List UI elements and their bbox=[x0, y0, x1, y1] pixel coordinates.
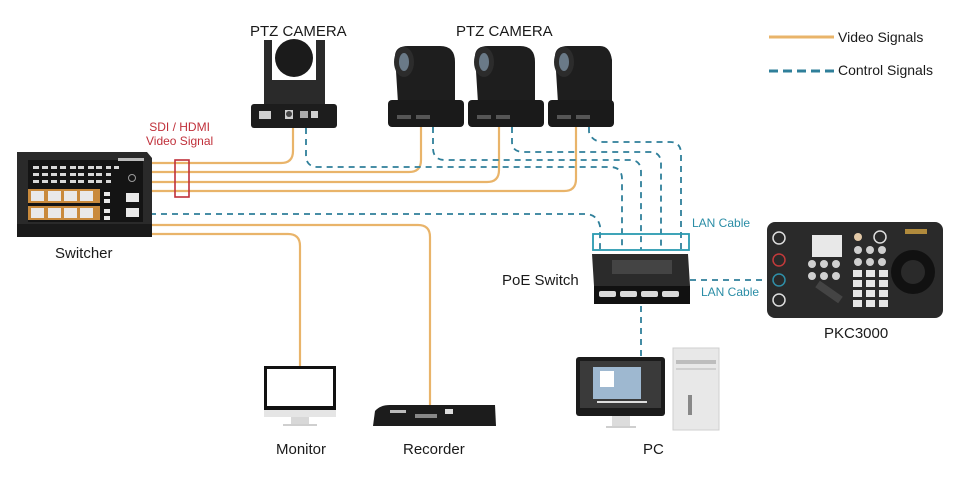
control-cable-camera-3 bbox=[511, 127, 662, 250]
control-cable-camera-2 bbox=[432, 127, 642, 250]
legend-video-label: Video Signals bbox=[838, 29, 924, 45]
video-cable-camera-3 bbox=[150, 127, 501, 184]
video-cable-monitor bbox=[150, 232, 302, 367]
sdi-hdmi-label-line1: SDI / HDMI bbox=[149, 120, 210, 134]
poe-switch-device[interactable] bbox=[592, 254, 690, 304]
video-cables bbox=[150, 127, 578, 405]
sdi-hdmi-label: SDI / HDMI Video Signal bbox=[146, 120, 213, 148]
sdi-hdmi-label-line2: Video Signal bbox=[146, 134, 214, 148]
switcher-label: Switcher bbox=[55, 245, 113, 262]
sdi-hdmi-highlight-box bbox=[174, 159, 190, 198]
ptz-camera-2[interactable] bbox=[388, 46, 464, 127]
ptz-camera-3[interactable] bbox=[468, 46, 544, 127]
legend-control-label: Control Signals bbox=[838, 62, 933, 78]
lan-cable-top-label: LAN Cable bbox=[692, 216, 751, 230]
control-cable-switcher bbox=[150, 213, 601, 250]
poe-switch-label: PoE Switch bbox=[502, 272, 579, 289]
monitor-label: Monitor bbox=[276, 441, 327, 458]
pkc3000-controller[interactable] bbox=[767, 222, 943, 318]
recorder-label: Recorder bbox=[403, 441, 465, 458]
switcher-device[interactable] bbox=[17, 152, 152, 237]
pc-label: PC bbox=[643, 441, 664, 458]
video-cable-camera-2 bbox=[150, 127, 423, 174]
video-cable-recorder bbox=[150, 223, 432, 405]
pc-device[interactable] bbox=[576, 347, 720, 431]
control-cables bbox=[150, 127, 765, 360]
ptz-camera-4[interactable] bbox=[548, 46, 614, 127]
control-cable-camera-4 bbox=[588, 127, 682, 250]
monitor-device[interactable] bbox=[264, 366, 336, 426]
video-cable-camera-4 bbox=[150, 127, 578, 193]
video-cable-camera-1 bbox=[150, 128, 295, 165]
lan-cable-right-label: LAN Cable bbox=[701, 285, 760, 299]
pkc3000-label: PKC3000 bbox=[824, 325, 889, 342]
lan-port-highlight-box bbox=[592, 233, 690, 251]
ptz-camera-group-label: PTZ CAMERA bbox=[456, 23, 553, 40]
ptz-camera-single-label: PTZ CAMERA bbox=[250, 23, 347, 40]
recorder-device[interactable] bbox=[373, 405, 496, 426]
ptz-camera-1[interactable] bbox=[251, 39, 337, 128]
control-cable-camera-1 bbox=[305, 128, 623, 250]
